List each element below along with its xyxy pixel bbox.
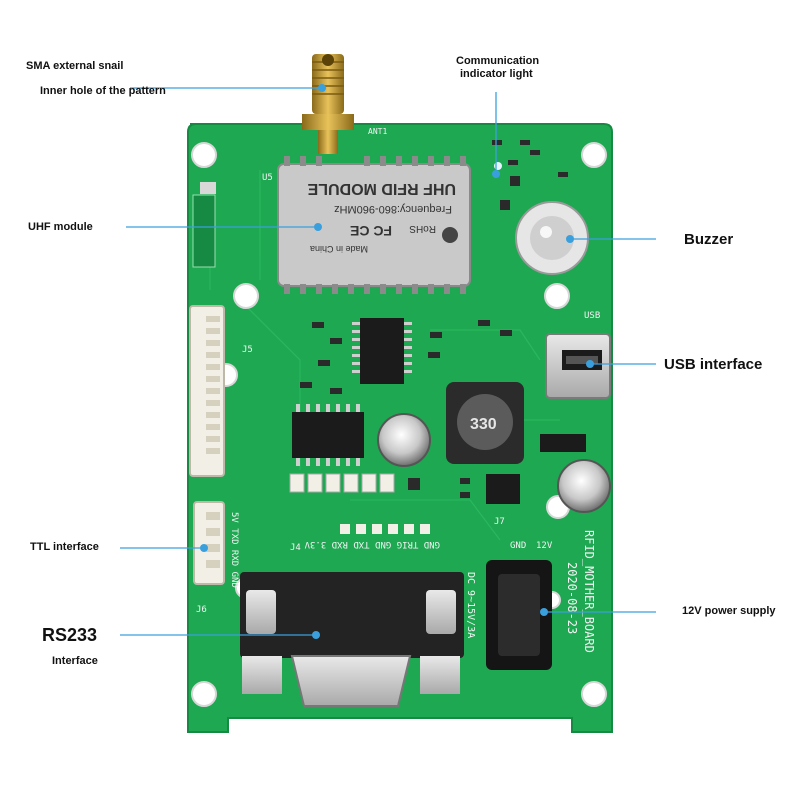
uhf-module-label: UHF module	[28, 221, 93, 233]
ic-rs232	[292, 404, 364, 466]
silk-board-date: 2020-08-23	[565, 562, 579, 634]
header-pads	[340, 524, 430, 534]
ic-regulator	[486, 474, 520, 504]
silk-pin-labels: GND TRIG GND TXD RXD 3.3V	[304, 539, 440, 549]
callout-lines	[120, 87, 656, 636]
silk-j4: J4	[290, 543, 301, 553]
j3-footprint	[192, 194, 216, 268]
ic-usb-bridge	[352, 318, 412, 384]
power-label: 12V power supply	[682, 605, 776, 617]
silk-j7: J7	[494, 517, 505, 527]
inductor-label: 330	[470, 416, 497, 433]
ttl-connector	[193, 501, 225, 585]
communication-led	[494, 162, 502, 170]
usb-connector	[545, 333, 611, 399]
silk-12v: 12V	[536, 541, 553, 551]
silk-usb: USB	[584, 311, 600, 321]
silk-ant: ANT1	[368, 127, 387, 136]
module-made-text: Made in China	[310, 244, 368, 254]
comm-label-line2: indicator light	[460, 68, 533, 80]
dc-jack	[486, 560, 552, 670]
silk-j5: J5	[242, 345, 253, 355]
callout-dots	[200, 84, 594, 639]
capacitor-right	[557, 459, 611, 513]
capacitor-left	[377, 413, 431, 467]
rs233-title-label: RS233	[42, 625, 98, 645]
module-freq-text: Frequency:860-960MHz	[334, 203, 452, 215]
usb-label: USB interface	[664, 356, 763, 373]
ttl-label: TTL interface	[30, 541, 99, 553]
rs233-sub-label: Interface	[52, 655, 98, 667]
module-fc-text: FC CE	[350, 223, 392, 239]
silk-ttl-labels: 5V TXD RXD GND	[229, 512, 239, 588]
sma-label-line1: SMA external snail	[26, 60, 124, 72]
sma-label-line2: Inner hole of the pattern	[40, 85, 166, 97]
silk-j6: J6	[196, 605, 207, 615]
buzzer-component	[515, 201, 589, 275]
diode-d2	[540, 434, 586, 452]
db9-connector	[240, 572, 464, 707]
resistor-row	[289, 473, 395, 493]
silk-u5: U5	[262, 173, 273, 183]
power-inductor: 330	[446, 382, 524, 464]
uhf-module: Made in China RoHS FC CE Frequency:860-9…	[277, 156, 471, 294]
silk-dc-rating: DC 9~15V/3A	[465, 572, 476, 638]
module-name-text: UHF RFID MODULE	[307, 180, 456, 197]
j5-connector	[189, 305, 225, 477]
buzzer-label: Buzzer	[684, 231, 734, 248]
silk-board-name: RFID_MOTHER_BOARD	[582, 530, 596, 653]
module-rohs-text: RoHS	[409, 223, 436, 234]
comm-label-line1: Communication	[456, 55, 540, 67]
smd-components	[300, 140, 568, 498]
sma-connector	[302, 54, 354, 154]
silk-gnd: GND	[510, 541, 526, 551]
